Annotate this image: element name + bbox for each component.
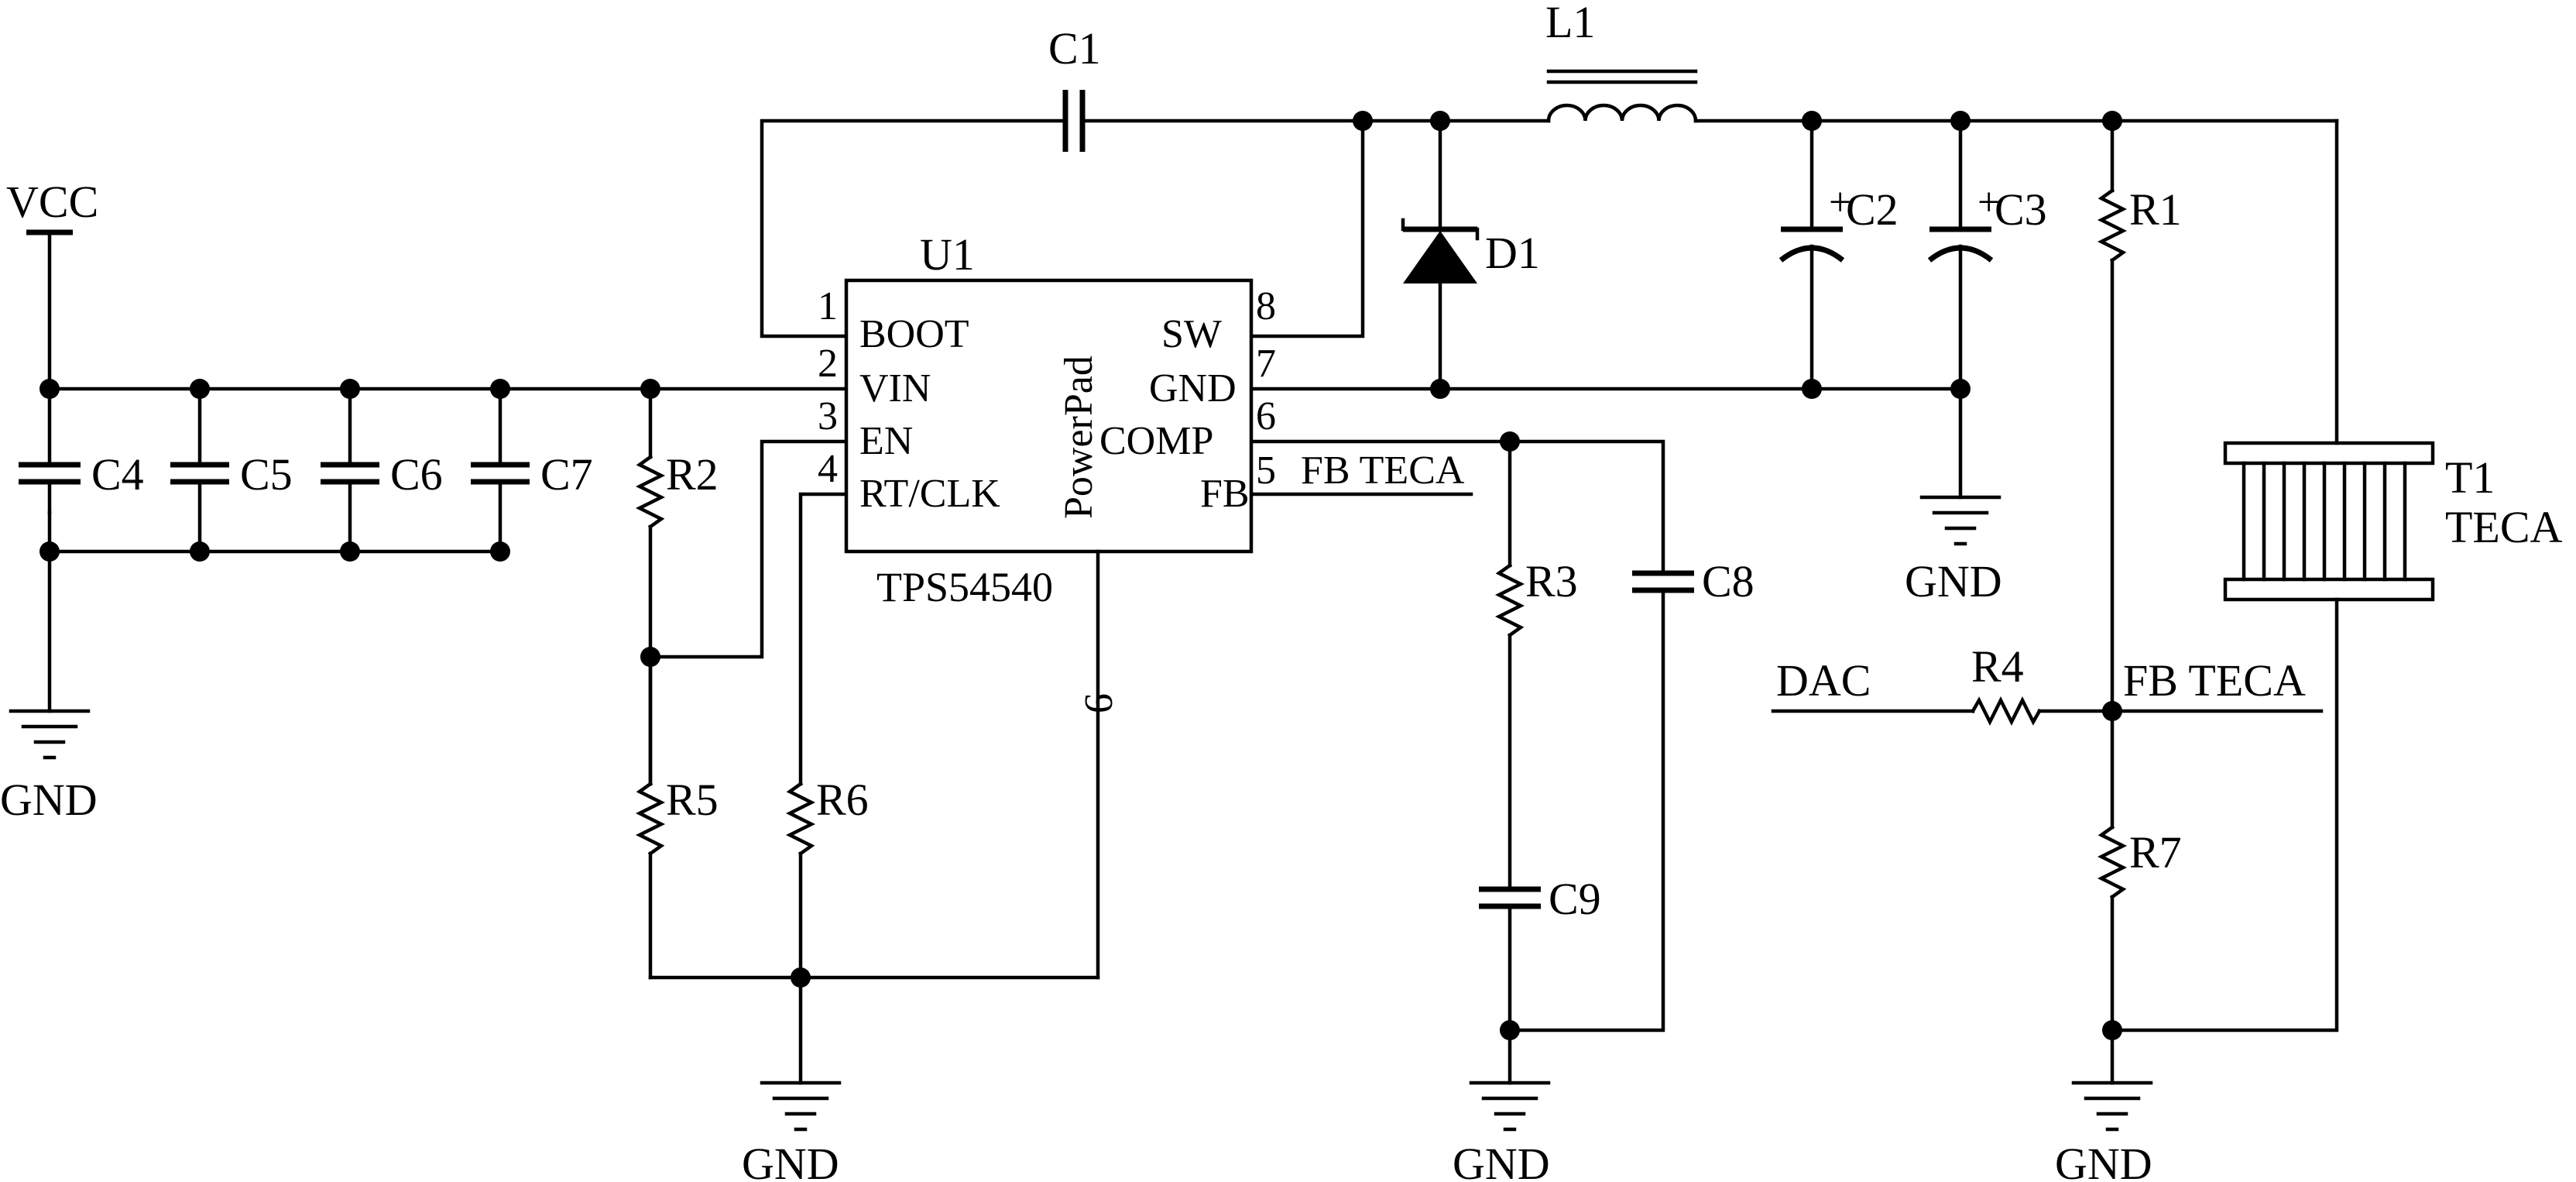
pin-6-num: 6 [1256,394,1276,438]
capacitor-c6 [321,387,379,554]
pin-8-num: 8 [1256,284,1276,328]
ic-ref: U1 [920,229,975,280]
ground-symbol-r6 [760,1081,842,1132]
tec-module-t1 [2110,119,2435,1033]
boot-net [760,119,1068,338]
capacitor-c9 [1479,886,1541,1085]
diode-d1 [1401,119,1480,391]
c2-polarity: + [1829,180,1851,225]
pin-2-name: VIN [859,366,931,411]
c3-label: C3 [1995,184,2047,235]
resistor-r3 [1494,439,1525,892]
sw-net [1251,119,1365,338]
c4-label: C4 [91,449,144,500]
c7-label: C7 [540,449,593,500]
pin-5-num: 5 [1256,448,1276,493]
pin-9-num: 9 [1076,693,1120,713]
c1-label: C1 [1048,23,1101,74]
resistor-r1 [2097,119,2128,830]
gnd-label-r6: GND [742,1139,839,1182]
pin-7-name: GND [1149,366,1237,411]
pin-3-num: 3 [818,394,838,438]
fb-net-label-ic: FB TECA [1301,448,1465,493]
r2-label: R2 [666,449,719,500]
pin-3-name: EN [859,419,913,463]
c6-label: C6 [390,449,443,500]
r5-label: R5 [666,775,719,825]
pin-4-num: 4 [818,447,838,491]
pin-1-num: 1 [818,284,838,328]
c8-label: C8 [1702,556,1754,606]
dac-label: DAC [1776,655,1871,706]
resistor-r7 [2097,824,2128,1085]
comp-net [1251,439,1665,576]
r3-label: R3 [1525,556,1578,606]
capacitor-c4 [19,462,81,515]
junction-dots [39,111,2122,1040]
c5-label: C5 [240,449,293,500]
ic-u1-body [844,278,1254,554]
pin-1-name: BOOT [859,312,969,356]
ground-symbol-c3 [1919,495,2001,546]
ground-symbol-left [9,709,91,760]
ic-powerpad-label: PowerPad [1057,356,1101,519]
gnd-label-c3: GND [1905,556,2002,606]
r4-label: R4 [1971,641,2024,692]
t1-sublabel: TECA [2445,502,2563,552]
resistor-r4 [1970,696,2043,727]
capacitor-c1 [1062,90,1086,152]
pin-5-name: FB [1200,472,1250,516]
c3-polarity: + [1977,180,2000,225]
resistor-r6 [785,492,846,980]
r6-label: R6 [816,775,869,825]
r7-label: R7 [2129,827,2182,878]
ic-part-number: TPS54540 [876,564,1053,610]
inductor-l1 [1546,69,1698,123]
ground-symbol-right [2071,1081,2153,1132]
resistor-r5 [635,655,666,980]
capacitor-c2 [1779,119,1845,391]
capacitor-c7 [471,387,530,554]
gnd-label-left: GND [0,775,98,825]
vcc-label: VCC [6,177,98,227]
fb-net-label-right: FB TECA [2123,655,2306,706]
gnd-label-right: GND [2055,1139,2152,1182]
ground-symbol-comp [1469,1081,1551,1132]
pin-4-name: RT/CLK [859,472,1000,516]
capacitor-c5 [170,387,229,554]
r1-label: R1 [2129,184,2182,235]
d1-label: D1 [1485,228,1540,278]
t1-label: T1 [2445,452,2495,503]
gnd-label-comp: GND [1453,1139,1550,1182]
c2-label: C2 [1846,184,1899,235]
en-net [648,439,846,659]
capacitor-c3 [1927,119,1994,500]
pin-6-name: COMP [1099,419,1213,463]
pin-2-num: 2 [818,342,838,386]
l1-label: L1 [1545,0,1595,47]
c9-label: C9 [1549,874,1601,924]
pin-8-name: SW [1161,312,1222,356]
pin-7-num: 7 [1256,342,1276,386]
capacitor-c8 [1508,570,1694,1033]
